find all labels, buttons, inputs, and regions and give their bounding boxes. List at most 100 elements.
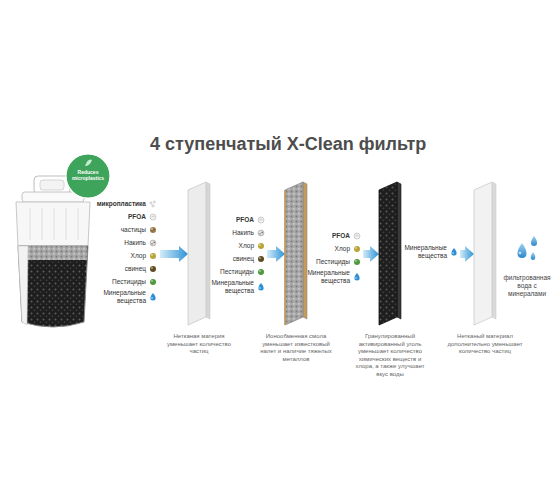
contaminant-icon bbox=[150, 201, 156, 207]
badge-circle: Reduces microplastics bbox=[65, 153, 111, 199]
water-drop bbox=[531, 252, 536, 260]
contaminant-icon bbox=[258, 269, 264, 275]
badge-text: Reduces microplastics bbox=[68, 169, 108, 181]
layer-slab bbox=[158, 180, 240, 330]
contaminant-icon bbox=[150, 266, 156, 272]
cartridge-mesh bbox=[18, 246, 28, 325]
icon-ball bbox=[354, 233, 360, 239]
contaminant-label: Накипь bbox=[232, 229, 254, 237]
icon-ball bbox=[258, 243, 264, 249]
slab-side bbox=[397, 182, 401, 319]
contaminant-icon bbox=[258, 256, 264, 262]
icon-ball bbox=[150, 227, 156, 233]
contaminant-icon bbox=[354, 246, 360, 252]
icon-drop bbox=[451, 248, 456, 256]
cartridge-slots bbox=[30, 208, 78, 240]
icon-ball bbox=[258, 217, 264, 223]
icon-dot bbox=[154, 242, 155, 243]
slab-face bbox=[379, 182, 397, 325]
contaminant-icon bbox=[354, 259, 360, 265]
contaminant-label: Минеральные вещества bbox=[102, 289, 146, 305]
icon-ball bbox=[258, 256, 264, 262]
contaminant-label: Пестициды bbox=[316, 258, 350, 266]
contaminant-label: Хлор bbox=[239, 242, 254, 250]
icon-highlight bbox=[151, 297, 153, 299]
filter-layer: Нетканый материал дополнительно уменьшае… bbox=[444, 180, 526, 356]
icon-ball bbox=[150, 266, 156, 272]
contaminant-label: частицы bbox=[121, 226, 146, 234]
icon-highlight bbox=[259, 257, 261, 259]
slab-edge bbox=[284, 190, 286, 325]
contaminant-icon bbox=[258, 243, 264, 249]
contaminant-icon bbox=[258, 230, 264, 236]
contaminant-icon bbox=[354, 233, 360, 239]
caption-box: Нетканый материал дополнительно уменьшае… bbox=[444, 333, 526, 356]
icon-highlight bbox=[259, 231, 261, 233]
contaminant-icon bbox=[150, 240, 156, 246]
contaminant-label: PFOA bbox=[236, 216, 254, 224]
icon-dot bbox=[259, 233, 260, 234]
contaminant-label: Пестициды bbox=[112, 278, 146, 286]
icon-highlight bbox=[151, 254, 153, 256]
slab-side bbox=[206, 182, 210, 319]
flow-arrow bbox=[460, 246, 474, 262]
contaminant-icon bbox=[150, 279, 156, 285]
icon-drop bbox=[150, 293, 155, 301]
icon-ball bbox=[150, 214, 156, 220]
icon-ball bbox=[150, 253, 156, 259]
icon-ball bbox=[150, 240, 156, 246]
icon-highlight bbox=[452, 252, 454, 254]
icon-drop bbox=[354, 273, 359, 281]
cartridge-handle bbox=[34, 176, 70, 194]
contaminant-icon bbox=[150, 214, 156, 220]
cartridge-resin bbox=[19, 246, 87, 260]
contaminant-label: PFOA bbox=[128, 213, 146, 221]
icon-highlight bbox=[151, 241, 153, 243]
icon-highlight bbox=[355, 247, 357, 249]
layer-caption: Нетканая материя уменьшает количество ча… bbox=[158, 333, 240, 356]
drop-highlight bbox=[519, 252, 522, 255]
icon-ball bbox=[354, 246, 360, 252]
contaminant-icon bbox=[258, 283, 263, 291]
slab-side bbox=[492, 182, 496, 319]
layer-caption: Ионообменная смола уменьшает известковый… bbox=[255, 333, 337, 363]
caption-box: Гранулированный активированный уголь уме… bbox=[349, 333, 431, 378]
icon-ball bbox=[258, 269, 264, 275]
badge-text-box: Reduces microplastics bbox=[68, 169, 108, 181]
layer-caption: Гранулированный активированный уголь уме… bbox=[349, 333, 431, 378]
contaminant-label: Хлор bbox=[335, 245, 350, 253]
icon-ball bbox=[150, 279, 156, 285]
contaminant-icon bbox=[451, 248, 456, 256]
layer-slab bbox=[255, 180, 337, 330]
output-label: фильтрованная вода с минералами bbox=[498, 274, 556, 298]
icon-speck bbox=[154, 201, 156, 203]
slab-face bbox=[285, 182, 303, 325]
icon-speck bbox=[150, 202, 152, 204]
slab-face bbox=[474, 182, 492, 325]
icon-swirl bbox=[260, 219, 263, 220]
icon-highlight bbox=[259, 244, 261, 246]
layer-caption: Нетканый материал дополнительно уменьшае… bbox=[444, 333, 526, 356]
icon-dot bbox=[151, 243, 152, 244]
handle-hole bbox=[40, 180, 64, 190]
icon-dot bbox=[154, 229, 155, 230]
water-drops bbox=[518, 236, 538, 260]
cartridge-upper-body bbox=[16, 202, 90, 246]
flow-arrow bbox=[363, 246, 379, 262]
badge-circle-fill bbox=[66, 154, 110, 198]
icon-highlight bbox=[151, 280, 153, 282]
diagram-title: 4 ступенчатый X-Clean фильтр bbox=[150, 134, 426, 155]
icon-highlight bbox=[151, 267, 153, 269]
icon-swirl bbox=[152, 216, 155, 217]
contaminant-label: Хлор bbox=[131, 252, 146, 260]
caption-box: Нетканая материя уменьшает количество ча… bbox=[158, 333, 240, 356]
contaminant-label: свинец bbox=[233, 255, 254, 263]
icon-ball bbox=[258, 230, 264, 236]
water-drop bbox=[531, 236, 537, 246]
cartridge-granules bbox=[18, 246, 88, 327]
slab-face bbox=[188, 182, 206, 325]
contaminant-icon bbox=[150, 293, 155, 301]
contaminant-icon bbox=[150, 227, 156, 233]
contaminant-icon bbox=[150, 253, 156, 259]
icon-dot bbox=[262, 232, 263, 233]
